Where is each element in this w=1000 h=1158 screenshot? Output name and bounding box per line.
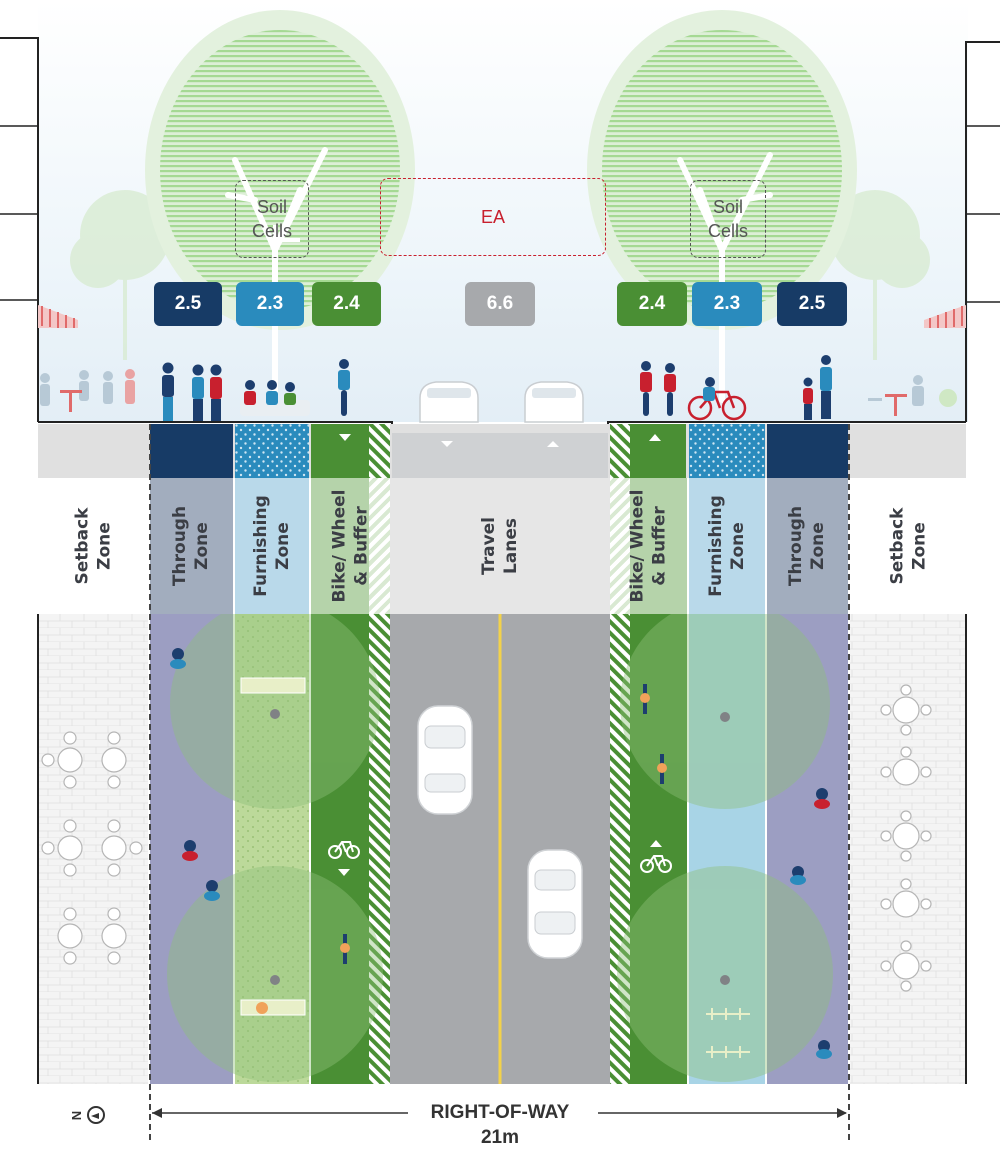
arrow-up-icon — [649, 434, 661, 441]
tree-trunk-icon — [720, 975, 730, 985]
row-boundary-right — [848, 424, 850, 1140]
cyclists-plan-icon — [340, 684, 667, 964]
buffer-left-plan — [369, 614, 390, 1084]
cyclists-right-icon — [640, 361, 676, 416]
cafe-people-left-icon — [40, 369, 135, 412]
width-badge-through-right: 2.5 — [777, 282, 847, 326]
car-section-left-icon — [419, 381, 479, 423]
width-badge-bike-left: 2.4 — [312, 282, 381, 326]
bench-people-left-icon — [240, 380, 310, 416]
label-travel-lanes: Travel Lanes — [479, 516, 521, 576]
width-badge-through-left: 2.5 — [154, 282, 222, 326]
strip-bike-left — [311, 424, 369, 478]
strip-furnishing-left — [235, 424, 309, 478]
right-of-way-dimension-line — [152, 1108, 847, 1118]
label-through-zone-left: Through Zone — [170, 505, 213, 587]
bicycle-symbol-left-icon — [328, 841, 360, 859]
width-badge-furnishing-right: 2.3 — [692, 282, 762, 326]
bike-rack-icon — [706, 1046, 750, 1058]
label-setback-zone-right: Setback Zone — [887, 507, 929, 585]
buffer-right-plan — [610, 614, 630, 1084]
label-bike-buffer-right: Bike/ Wheel & Buffer — [627, 489, 670, 603]
right-of-way-label: RIGHT-OF-WAY — [430, 1102, 570, 1123]
car-section-right-icon — [524, 381, 584, 423]
strip-through-right — [767, 424, 848, 478]
north-arrow: N — [69, 1104, 122, 1126]
soil-cells-left-label: Soil Cells — [235, 180, 309, 258]
cafe-people-right-icon — [868, 375, 957, 416]
strip-through-left — [150, 424, 233, 478]
label-band — [0, 478, 1000, 614]
width-badge-furnishing-left: 2.3 — [236, 282, 304, 326]
soil-cells-right-label: Soil Cells — [690, 180, 766, 258]
tree-trunk-icon — [270, 709, 280, 719]
strip-furnishing-right — [689, 424, 765, 478]
north-letter: N — [69, 1110, 85, 1120]
label-bike-buffer-left: Bike/ Wheel & Buffer — [329, 489, 372, 603]
arrow-down-icon — [339, 434, 351, 441]
bike-rack-icon — [706, 1008, 750, 1020]
arrow-up-icon — [650, 840, 662, 847]
easement-label: EA — [380, 178, 606, 256]
pedestrians-right-icon — [803, 355, 832, 420]
background-tree-left — [70, 190, 170, 360]
north-arrow-icon — [87, 1106, 106, 1124]
pedestrians-left-icon — [162, 362, 222, 421]
pedestrians-plan-icon — [170, 648, 832, 1059]
bench-icon — [240, 677, 306, 694]
through-zone-right-plan — [767, 614, 848, 1084]
strip-buffer-left — [369, 424, 390, 478]
label-furnishing-zone-right: Furnishing Zone — [706, 495, 749, 597]
bench-icon — [240, 999, 306, 1016]
street-tree-right — [587, 10, 857, 403]
width-badge-travel-lanes: 6.6 — [465, 282, 535, 326]
street-plan-view — [37, 614, 967, 1084]
tree-trunk-icon — [270, 975, 280, 985]
label-setback-zone-left: Setback Zone — [72, 507, 114, 585]
cafe-tables-left — [41, 731, 143, 965]
arrow-down-icon — [441, 441, 453, 447]
right-of-way-width: 21m — [480, 1127, 520, 1148]
cyclist-left-icon — [338, 359, 350, 416]
awning-right — [924, 305, 966, 328]
tree-trunk-icon — [720, 712, 730, 722]
car-plan-southbound-icon — [417, 705, 473, 815]
bicycle-symbol-right-icon — [640, 855, 672, 873]
arrow-down-icon — [338, 869, 350, 876]
label-through-zone-right: Through Zone — [786, 505, 829, 587]
parked-bicycle-icon — [687, 377, 747, 421]
furnishing-zone-right-plan — [689, 614, 765, 1084]
street-cross-section — [0, 0, 1000, 478]
width-badge-bike-right: 2.4 — [617, 282, 687, 326]
car-plan-northbound-icon — [527, 849, 583, 959]
strip-buffer-right — [610, 424, 630, 478]
cafe-tables-right — [880, 684, 932, 992]
background-tree-right — [830, 190, 930, 360]
bike-lane-right-plan — [630, 614, 687, 1084]
strip-bike-right — [630, 424, 686, 478]
building-left — [0, 37, 39, 422]
awning-left — [38, 305, 78, 328]
row-boundary-left — [149, 424, 151, 1140]
arrow-up-icon — [547, 441, 559, 447]
label-furnishing-zone-left: Furnishing Zone — [251, 495, 294, 597]
building-right — [965, 41, 1000, 422]
